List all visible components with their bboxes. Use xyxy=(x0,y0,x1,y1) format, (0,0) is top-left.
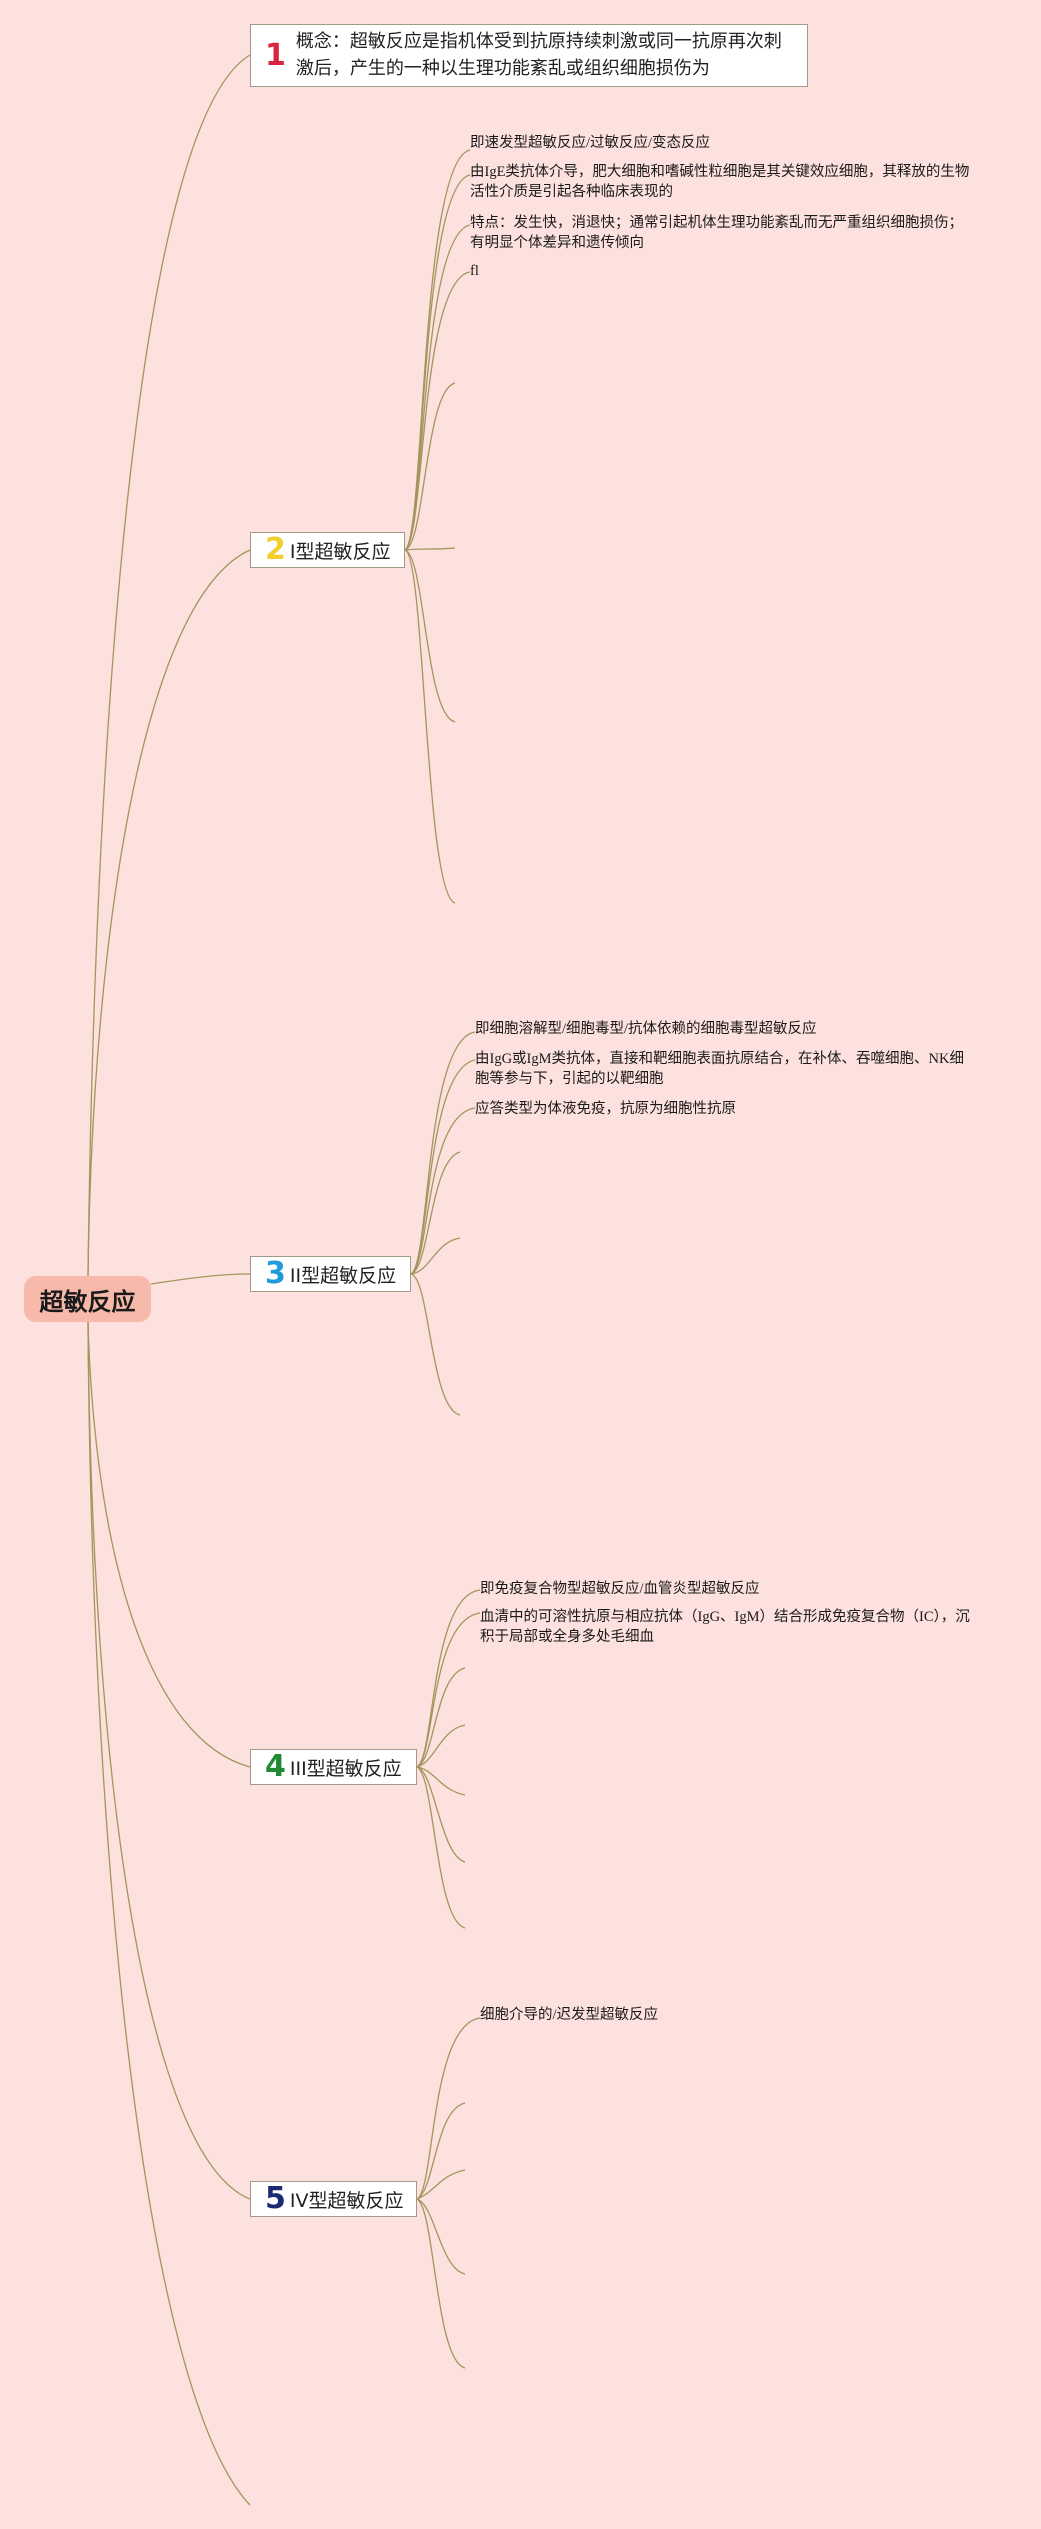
leaf-type1-features[interactable]: 特点：发生快，消退快；通常引起机体生理功能紊乱而无严重组织细胞损伤；有明显个体差… xyxy=(470,215,963,251)
connector-root-t4 xyxy=(87,1321,251,1768)
connector-root-t2 xyxy=(87,549,251,1277)
topic-number-1: 1 xyxy=(265,37,286,73)
leaf-type3-mechanism[interactable]: 血清中的可溶性抗原与相应抗体（IgG、IgM）结合形成免疫复合物（IC），沉积于… xyxy=(480,1609,970,1645)
leaf-type1-alias[interactable]: 即速发型超敏反应/过敏反应/变态反应 xyxy=(470,135,711,151)
topic-type-4[interactable]: 5 IV型超敏反应 xyxy=(250,2181,417,2217)
connector-root-t5 xyxy=(87,1321,251,2200)
topic-number-2: 2 xyxy=(265,532,286,567)
topic-type-2[interactable]: 3 II型超敏反应 xyxy=(250,1256,411,1292)
leaf-type1-mechanism[interactable]: 由IgE类抗体介导，肥大细胞和嗜碱性粒细胞是其关键效应细胞，其释放的生物活性介质… xyxy=(470,164,970,200)
root-label: 超敏反应 xyxy=(39,1287,136,1316)
leaf-type1-extra[interactable]: fl xyxy=(470,263,479,279)
topic-type-1[interactable]: 2 I型超敏反应 xyxy=(250,532,405,568)
root-node[interactable]: 超敏反应 xyxy=(24,1276,151,1322)
topic-concept-text: 概念：超敏反应是指机体受到抗原持续刺激或同一抗原再次刺激后，产生的一种以生理功能… xyxy=(295,31,782,79)
topic-type-4-label: IV型超敏反应 xyxy=(289,2189,404,2212)
connector-root-t1 xyxy=(87,54,251,1277)
leaf-type2-alias[interactable]: 即细胞溶解型/细胞毒型/抗体依赖的细胞毒型超敏反应 xyxy=(475,1021,817,1037)
topic-concept[interactable]: 1 概念：超敏反应是指机体受到抗原持续刺激或同一抗原再次刺激后，产生的一种以生理… xyxy=(250,24,808,87)
connector-root-t3 xyxy=(150,1273,251,1285)
leaf-type2-mechanism[interactable]: 由IgG或IgM类抗体，直接和靶细胞表面抗原结合，在补体、吞噬细胞、NK细胞等参… xyxy=(475,1051,964,1087)
topic-number-5: 5 xyxy=(265,2181,286,2216)
leaf-type3-alias[interactable]: 即免疫复合物型超敏反应/血管炎型超敏反应 xyxy=(480,1581,760,1597)
topic-type-3-label: III型超敏反应 xyxy=(289,1757,402,1780)
leaf-type4-alias[interactable]: 细胞介导的/迟发型超敏反应 xyxy=(480,2007,659,2023)
connector-root-tail xyxy=(87,1321,251,2506)
topic-type-3[interactable]: 4 III型超敏反应 xyxy=(250,1749,417,1785)
leaf-type2-response[interactable]: 应答类型为体液免疫，抗原为细胞性抗原 xyxy=(475,1101,736,1117)
topic-type-1-label: I型超敏反应 xyxy=(289,540,391,563)
topic-number-3: 3 xyxy=(265,1256,286,1291)
topic-number-4: 4 xyxy=(265,1749,286,1784)
topic-type-2-label: II型超敏反应 xyxy=(289,1264,397,1287)
